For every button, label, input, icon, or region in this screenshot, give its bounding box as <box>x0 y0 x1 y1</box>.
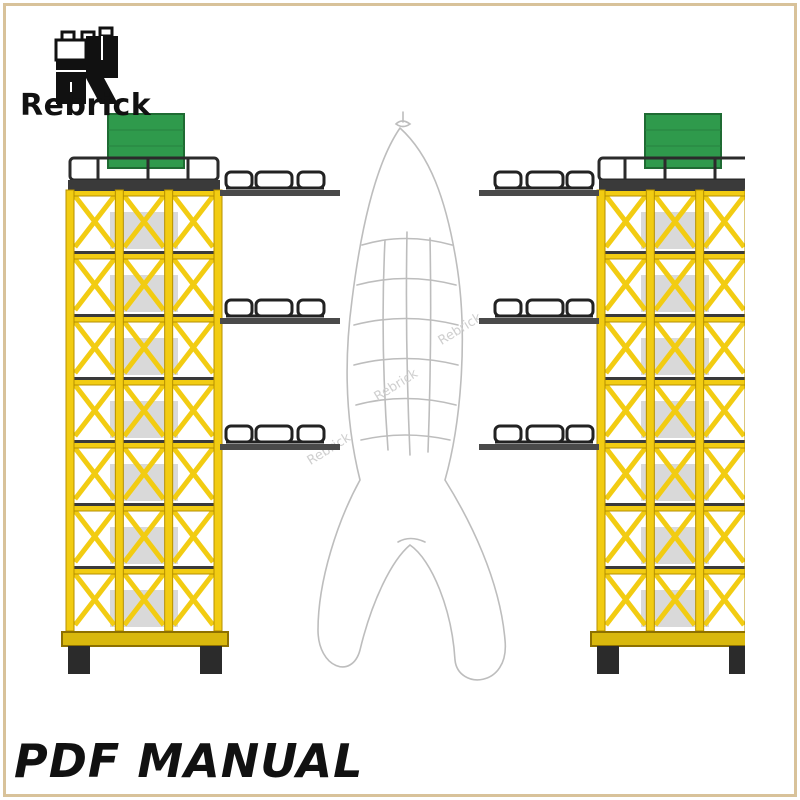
brick-r-logo-icon <box>54 26 118 104</box>
arm-platforms <box>220 170 340 450</box>
arm-platforms <box>479 170 599 450</box>
launch-tower-right <box>479 113 745 674</box>
tower-base <box>61 631 229 674</box>
tower-frame <box>65 188 223 632</box>
launch-tower-left <box>61 113 340 674</box>
cabin <box>644 113 722 169</box>
pdf-manual-label: PDF MANUAL <box>14 734 364 788</box>
brand-name: Rebrick <box>20 88 152 123</box>
tower-base <box>590 631 745 674</box>
tower-frame <box>596 188 745 632</box>
